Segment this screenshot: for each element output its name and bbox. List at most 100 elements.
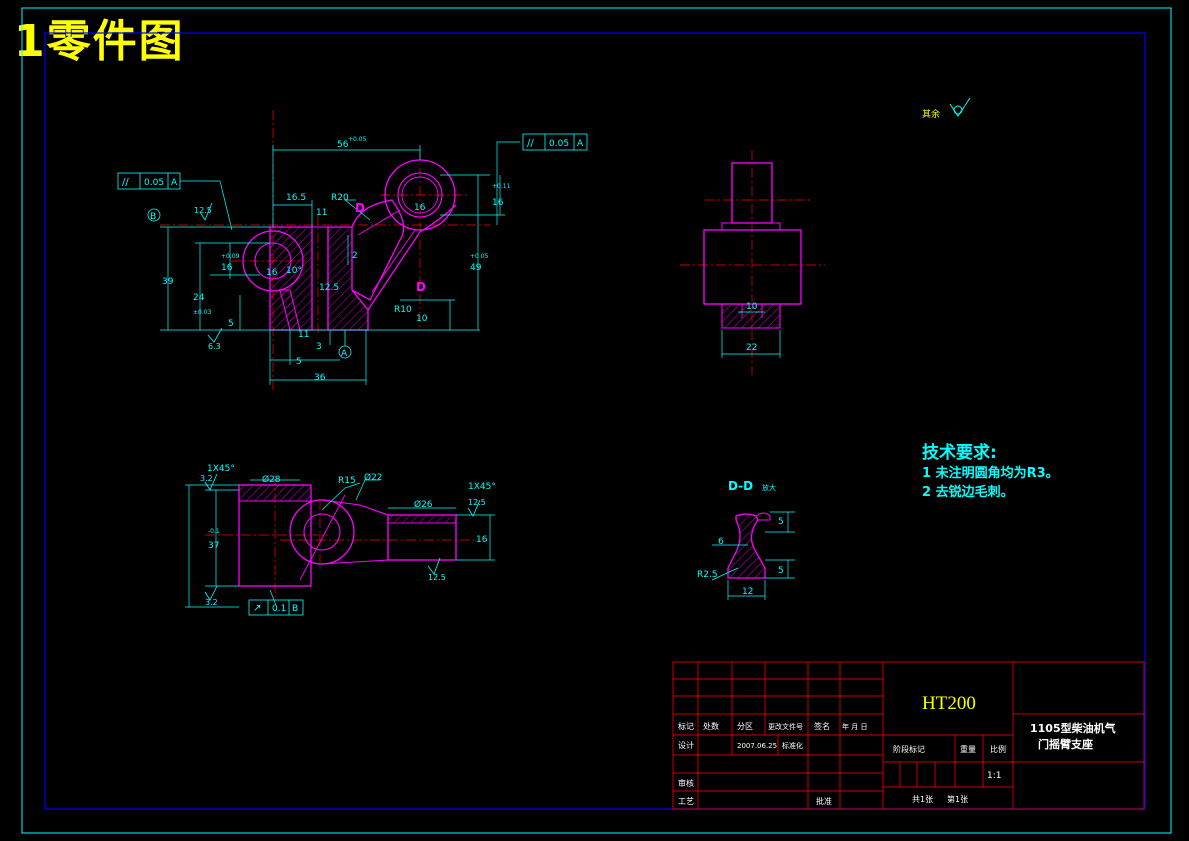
dimension-label: 2 — [352, 251, 358, 261]
dimension-label: 审核 — [678, 778, 694, 788]
dimension-label: Ø26 — [414, 499, 433, 510]
dimension-label: 1X45° — [468, 482, 496, 492]
dimension-label: 24 — [193, 293, 205, 303]
dimension-label: A — [171, 178, 178, 188]
dimension-label: 0.05 — [144, 178, 164, 188]
technical-requirements: 技术要求: 1 未注明圆角均为R3。 2 去锐边毛刺。 — [922, 442, 1059, 502]
dimension-label: 1105型柴油机气 — [1030, 721, 1116, 735]
dimension-label: 16 — [414, 203, 426, 213]
dimension-label: 标记 — [678, 721, 694, 731]
dimension-label: 0.1 — [272, 604, 286, 614]
roughness-front-bottom: 6.3 — [207, 327, 223, 351]
dimension-label: -0.1 — [208, 528, 220, 535]
fcf-left-box: // 0.05 A — [117, 172, 181, 190]
dimension-label: R20 — [331, 193, 349, 203]
inner-frame — [44, 32, 1146, 810]
dimension-label: +0.05 — [348, 136, 367, 143]
dimension-label: 10° — [286, 266, 302, 276]
dimension-label: 12.5 — [428, 573, 446, 582]
title-block-text: HT200 1105型柴油机气 门摇臂支座 标记 处数 分区 更改文件号 签名 … — [678, 693, 1116, 806]
dimension-label: 1:1 — [987, 771, 1001, 781]
dimension-label: 处数 — [703, 721, 719, 731]
dimension-label: D-D — [728, 479, 753, 493]
dimension-label: 分区 — [737, 722, 753, 731]
tech-req-heading: 技术要求: — [922, 443, 997, 463]
dimension-label: 比例 — [990, 744, 1006, 754]
roughness-top-right: 12.5 12.5 — [427, 498, 486, 582]
dimension-label: 16.5 — [286, 193, 306, 203]
dimension-label: B — [150, 212, 156, 222]
dimension-label: 其余 — [922, 108, 940, 120]
dimension-label: 12.5 — [319, 283, 339, 293]
dimension-label: 放大 — [762, 483, 776, 492]
dimension-label: 门摇臂支座 — [1038, 737, 1093, 751]
dimension-label: ↗ — [253, 603, 261, 614]
dimension-label: 标准化 — [782, 741, 803, 750]
dimension-label: // — [527, 138, 534, 149]
dimension-label: 1X45° — [207, 464, 235, 474]
dimension-label: 3 — [316, 342, 322, 352]
dimension-label: 6.3 — [208, 342, 221, 351]
dimension-label: // — [122, 177, 129, 188]
dimension-label: 16 — [492, 198, 504, 208]
dimension-label: 16 — [476, 535, 488, 545]
dimension-label: 10 — [416, 314, 428, 324]
dimension-label: A — [341, 349, 348, 359]
fcf-right-box: // 0.05 A — [522, 133, 588, 151]
dimension-label: A — [577, 139, 584, 149]
dimension-label: D — [355, 201, 365, 215]
dimension-label: 批准 — [816, 796, 832, 806]
dimension-label: Ø28 — [262, 474, 281, 485]
dimension-label: 49 — [470, 263, 482, 273]
front-view: // 0.05 A // 0.05 A B A D D 12.5 — [117, 110, 588, 390]
dimension-label: 设计 — [678, 740, 694, 750]
tech-req-item: 2 去锐边毛刺。 — [922, 485, 1014, 500]
dimension-label: 11 — [316, 208, 327, 218]
dimension-label: 10 — [746, 302, 758, 312]
section-dd: D-D 放大 5 5 6 R2.5 12 — [697, 479, 795, 600]
dimension-label: 37 — [208, 541, 219, 551]
dimension-label: +0.09 — [221, 253, 240, 260]
dimension-label: 更改文件号 — [768, 722, 803, 731]
dimension-label: R2.5 — [697, 570, 718, 580]
tech-req-item: 1 未注明圆角均为R3。 — [922, 466, 1059, 481]
dimension-label: HT200 — [922, 693, 976, 714]
dimension-label: +0.11 — [492, 183, 511, 190]
dimension-label: 5 — [228, 319, 234, 329]
dimension-label: 36 — [314, 373, 326, 383]
dimension-label: 0.05 — [549, 139, 569, 149]
dimension-label: 年 月 日 — [842, 722, 867, 731]
dimension-label: +0.05 — [470, 253, 489, 260]
dimension-label: 6 — [718, 537, 724, 547]
dimension-label: D — [416, 280, 426, 294]
dimension-label: 12.5 — [468, 498, 486, 507]
outer-frame — [21, 7, 1172, 834]
dimension-label: 签名 — [814, 721, 830, 731]
side-view: 10 22 — [680, 150, 825, 375]
dimension-label: 56 — [337, 140, 349, 150]
top-view: 1X45° Ø28 R15 Ø22 Ø26 1X45° 37 -0.1 16 3… — [185, 464, 496, 616]
dimension-label: 12 — [742, 587, 753, 597]
dimension-label: 5 — [778, 517, 784, 527]
dimension-label: Ø22 — [364, 472, 383, 483]
dimension-label: R10 — [394, 305, 412, 315]
dimension-label: 5 — [296, 357, 302, 367]
dimension-label: R15 — [338, 476, 356, 486]
roughness-top-left: 3.2 — [200, 473, 218, 491]
page-title: 1零件图 — [14, 16, 185, 67]
dimension-label: 3.2 — [205, 598, 218, 607]
dimension-label: 工艺 — [678, 797, 694, 806]
dimension-label: 第1张 — [947, 794, 968, 804]
title-block — [672, 661, 1145, 810]
roughness-bottom-left: 3.2 — [204, 585, 218, 607]
dimension-label: 重量 — [960, 744, 976, 754]
dimension-label: B — [292, 604, 298, 614]
roughness-note: 其余 — [922, 97, 971, 120]
dimension-label: 5 — [778, 566, 784, 576]
datum-b: B — [147, 208, 161, 222]
dimension-label: 11 — [298, 330, 309, 340]
dimension-label: 16 — [221, 263, 233, 273]
dimension-label: 12.5 — [194, 206, 212, 215]
fcf-runout-box: ↗ 0.1 B — [248, 599, 304, 616]
